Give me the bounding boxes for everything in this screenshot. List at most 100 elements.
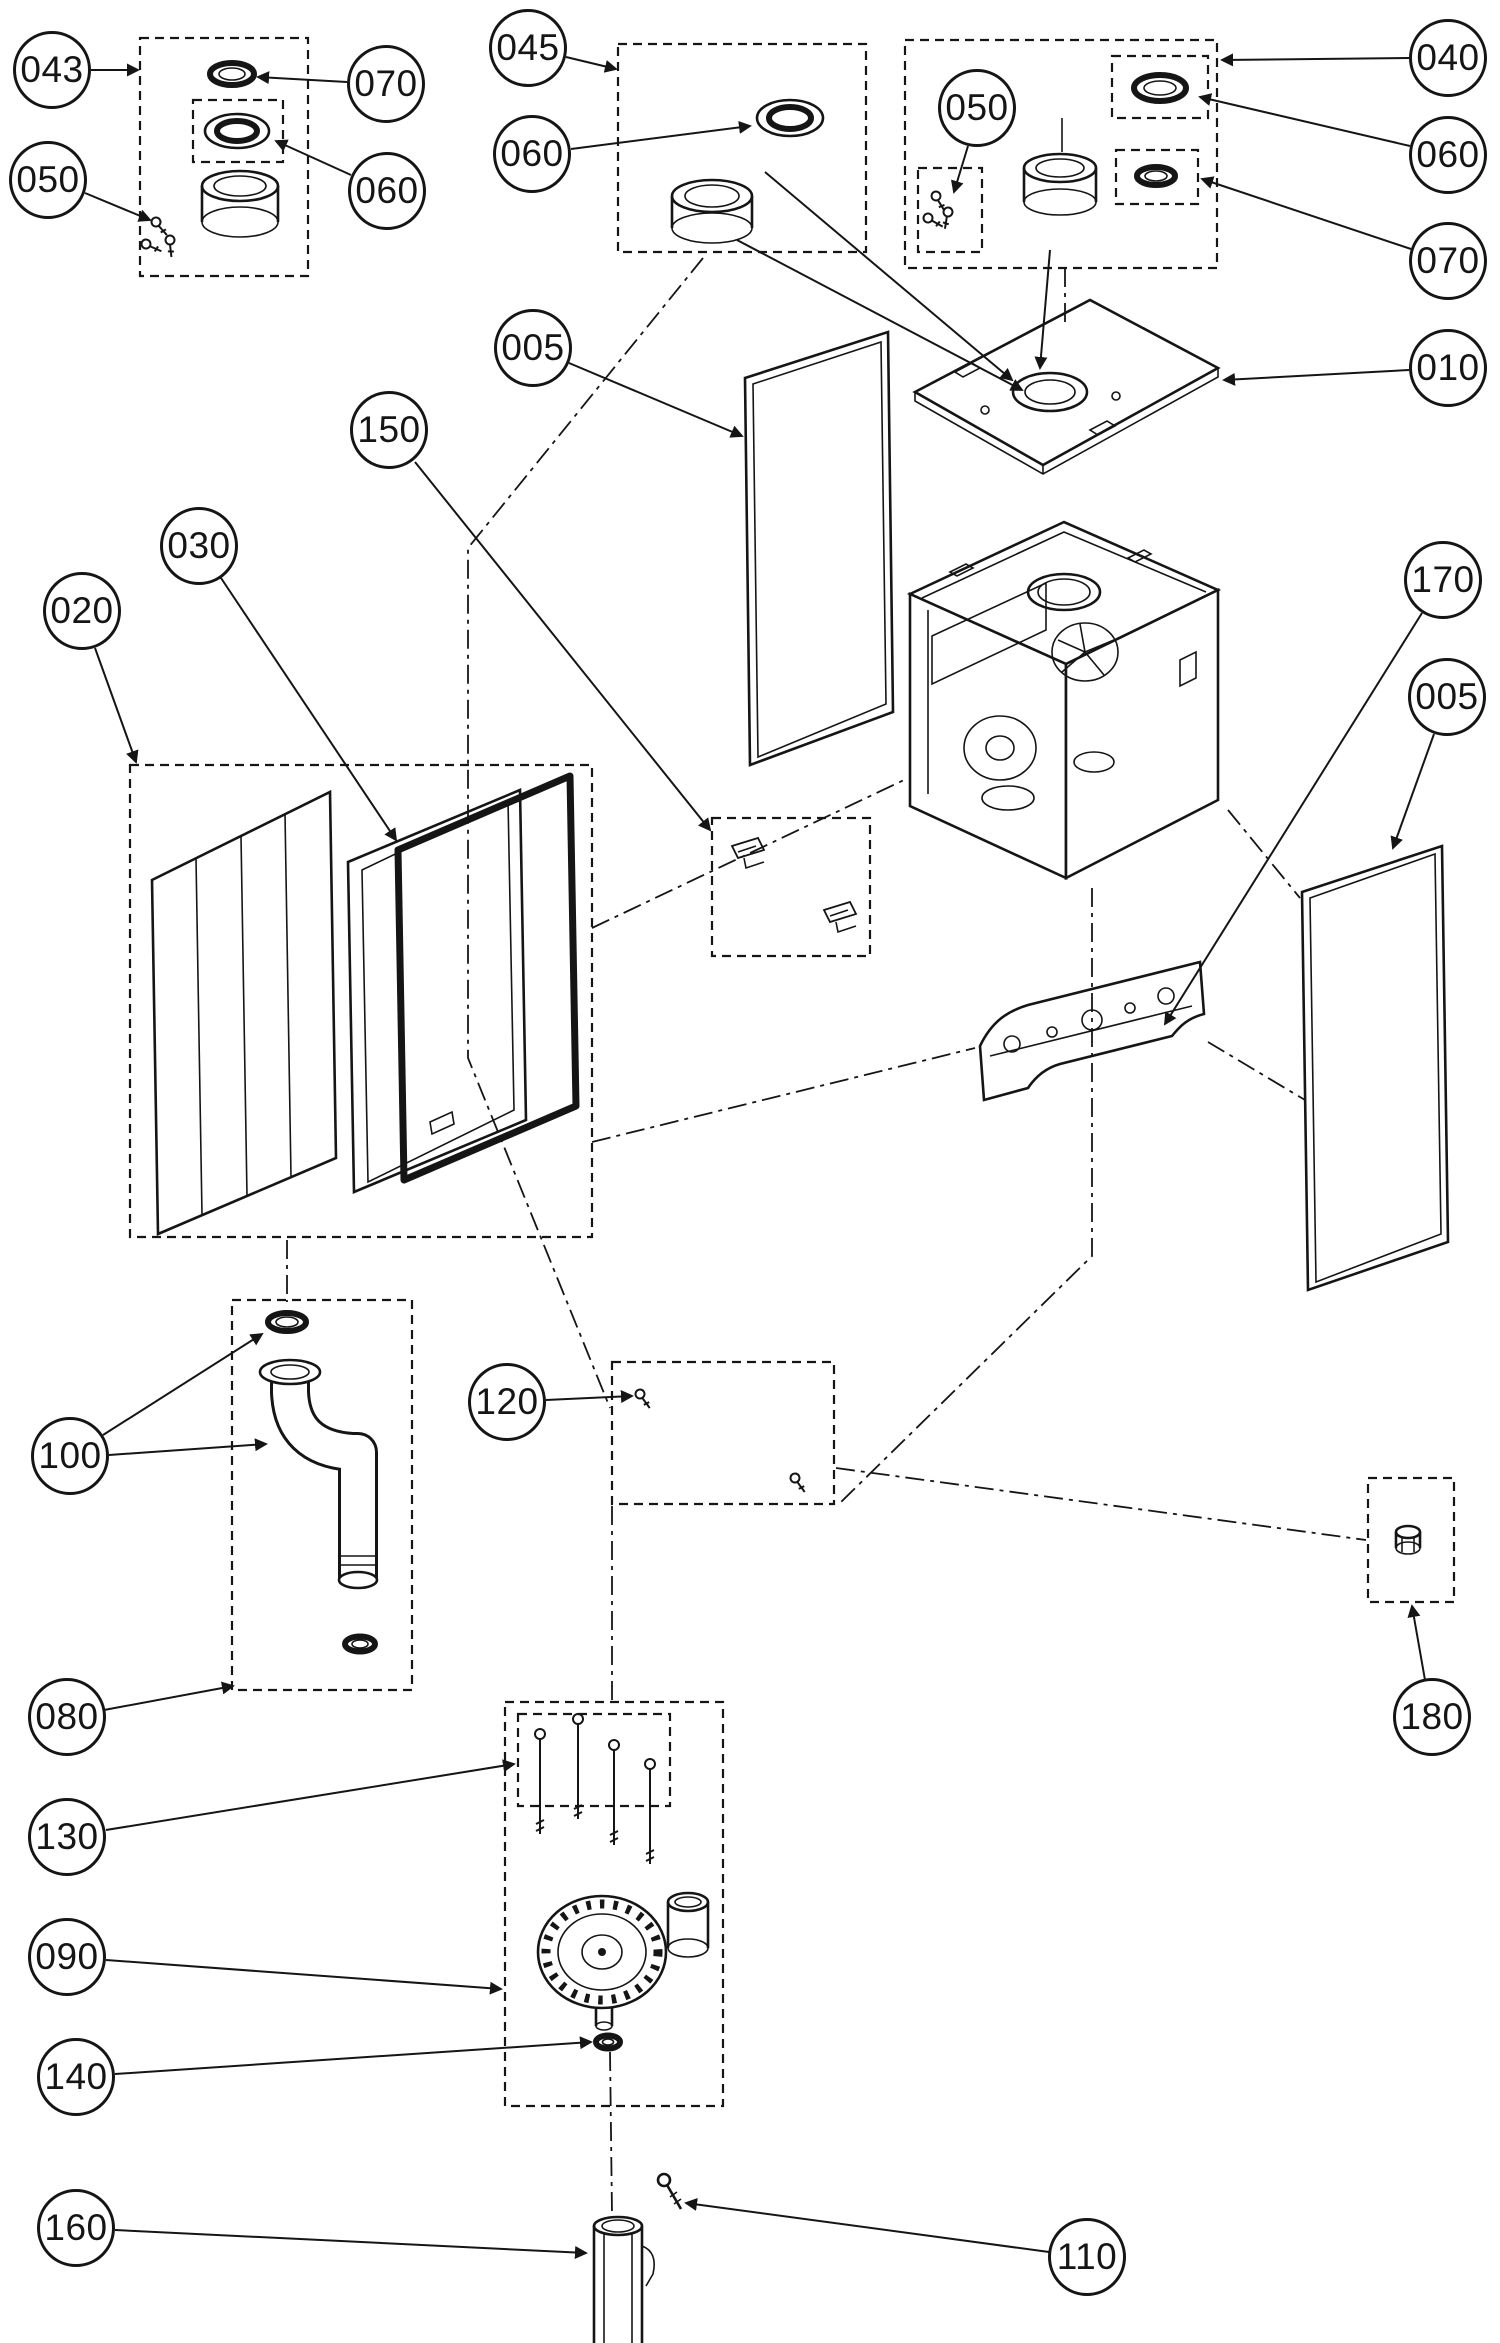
callout-160: 160 [37,2189,115,2267]
leader-line [103,1681,235,1711]
callout-label: 045 [496,27,560,68]
callout-090: 090 [28,1918,106,1996]
callout-label: 130 [35,1816,99,1857]
callout-110: 110 [1048,2218,1126,2296]
leader-line [684,2198,1050,2253]
flue-seal-group-center [670,98,825,244]
callout-100: 100 [31,1417,109,1495]
group-box-clips [710,816,872,958]
leader-line [414,461,712,832]
group-box-fan-screws [516,1712,672,1808]
callout-045: 045 [489,9,567,87]
leader-line [256,71,348,85]
leader-line [94,647,139,764]
callout-label: 120 [475,1381,539,1422]
callout-label: 030 [167,525,231,566]
callout-120: 120 [468,1363,546,1441]
leader-line [1390,733,1435,850]
callout-label: 060 [355,170,419,211]
leader-line [114,2036,593,2075]
callout-150: 150 [350,391,428,469]
long-screw-icon [534,1728,546,1835]
callout-020: 020 [43,572,121,650]
callout-label: 050 [16,159,80,200]
callout-label: 140 [44,2056,108,2097]
leader-line [105,1959,503,1995]
assembly-axes [286,257,1367,2215]
group-box-flue-center [616,42,868,254]
leader-line [570,120,752,150]
leader-line [1220,53,1410,67]
leader-line [220,577,398,842]
group-box-front-panels [128,763,594,1239]
leader-line [736,239,1024,391]
fixing-screws-120 [631,1387,810,1493]
callout-060-left: 060 [348,152,426,230]
group-box-screws-120 [610,1360,836,1506]
screw-icon [148,215,171,237]
callout-label: 100 [38,1435,102,1476]
leader-line [108,1438,268,1456]
leader-lines [84,53,1435,2259]
screw-icon [921,210,944,231]
callout-140: 140 [37,2038,115,2116]
group-box-ring-right-bottom [1114,148,1200,206]
callout-label: 040 [1416,37,1480,78]
callout-label: 150 [357,409,421,450]
leader-line [950,145,969,194]
fixing-clips [730,836,858,934]
callout-170: 170 [1404,541,1482,619]
leader-line [568,362,744,438]
callout-070-right: 070 [1409,222,1487,300]
cabinet [906,520,1222,881]
leader-line [114,2229,588,2259]
leader-line [545,1390,634,1404]
fixing-nut-180 [1394,1524,1422,1555]
group-box-ring-right-top [1110,54,1210,120]
callout-label: 080 [35,1696,99,1737]
group-box-condensate-pipe [230,1298,414,1692]
group-box-screws-right [916,166,984,254]
long-screw-icon [572,1713,584,1820]
callout-label: 070 [354,63,418,104]
flue-seal-group-left [139,60,280,258]
callout-070-left: 070 [347,45,425,123]
callout-180: 180 [1393,1678,1471,1756]
leader-line [102,1332,264,1436]
leader-line [1163,612,1423,1026]
leader-line [565,56,618,73]
group-box-gasket-left [191,98,285,164]
leader-line [764,171,1014,382]
group-box-fan [503,1700,725,2108]
callout-label: 010 [1416,347,1480,388]
side-panel-left [743,330,895,767]
callout-label: 170 [1411,559,1475,600]
callout-label: 070 [1416,240,1480,281]
callout-060-center: 060 [493,115,571,193]
leader-line [84,192,152,222]
condensate-trap [592,2215,655,2343]
long-screw-icon [644,1758,656,1865]
group-box-flue-left [138,36,310,278]
group-box-flue-right [903,38,1219,270]
panel-seal-frame [394,772,580,1184]
callout-label: 060 [500,133,564,174]
callout-label: 043 [20,49,84,90]
callout-label: 020 [50,590,114,631]
callout-010: 010 [1409,329,1487,407]
callout-label: 090 [35,1936,99,1977]
screw-icon [786,1471,810,1493]
front-panel-outer [150,789,338,1236]
screw-icon [631,1387,655,1409]
callout-label: 160 [44,2207,108,2248]
fixing-screw-110 [656,2172,683,2210]
callout-030: 030 [160,507,238,585]
washer [593,2032,623,2052]
top-panel [912,298,1221,475]
flue-seal-group-right [921,72,1189,231]
condensate-pipe [258,1310,379,1655]
leader-line [1034,249,1051,370]
callout-label: 005 [501,327,565,368]
callout-050-left: 050 [9,141,87,219]
